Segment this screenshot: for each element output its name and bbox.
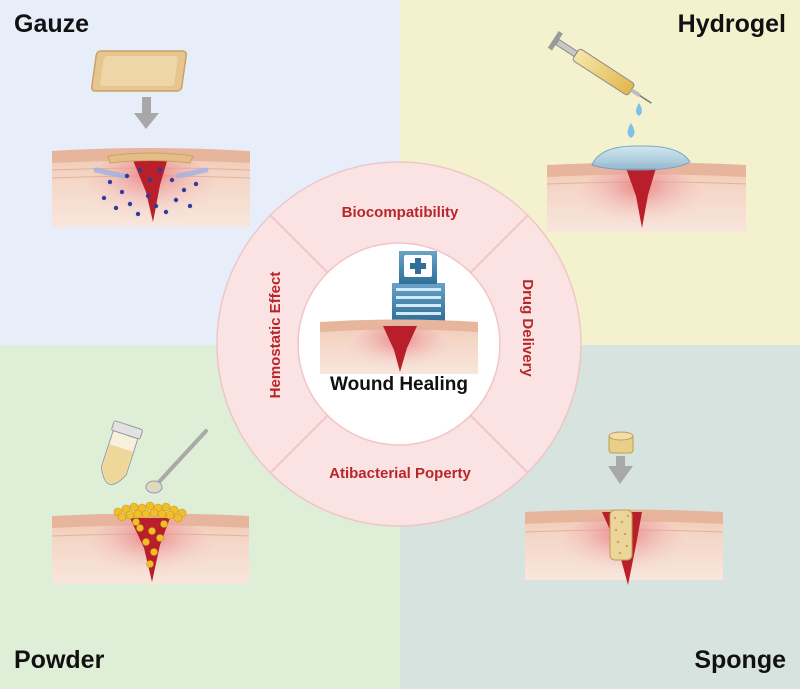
ring-label-drug-delivery: Drug Delivery	[519, 279, 536, 377]
gauze-illustration	[51, 50, 251, 228]
hydrogel-illustration	[546, 30, 747, 234]
sponge-label: Sponge	[694, 646, 786, 674]
hydrogel-drops	[627, 103, 642, 138]
gauze-blood-cells	[101, 167, 199, 217]
down-arrow-icon	[134, 97, 159, 129]
down-arrow-icon	[608, 456, 633, 484]
tube-icon	[100, 420, 143, 485]
powder-skin-section	[51, 513, 250, 584]
ring-label-biocompatibility: Biocompatibility	[342, 204, 459, 221]
ring-label-hemostatic-effect: Hemostatic Effect	[267, 272, 284, 399]
ring-label-antibacterial-property: Atibacterial Poperty	[329, 465, 471, 482]
powder-granules	[113, 501, 187, 568]
hydrogel-label: Hydrogel	[677, 10, 786, 38]
powder-illustration	[51, 420, 250, 584]
syringe-icon	[547, 30, 652, 104]
wound-healing-center	[320, 251, 478, 376]
center-title: Wound Healing	[330, 374, 468, 395]
spatula-icon	[145, 429, 208, 494]
gauze-pad-icon	[90, 50, 188, 92]
sponge-illustration	[524, 431, 724, 585]
gauze-skin-section	[51, 148, 251, 228]
hydrogel-skin-section	[546, 145, 747, 234]
sponge-plug-icon	[608, 431, 634, 454]
sponge-skin-section	[524, 509, 724, 585]
powder-label: Powder	[14, 646, 105, 674]
hospital-icon	[392, 251, 445, 321]
gauze-label: Gauze	[14, 10, 90, 38]
